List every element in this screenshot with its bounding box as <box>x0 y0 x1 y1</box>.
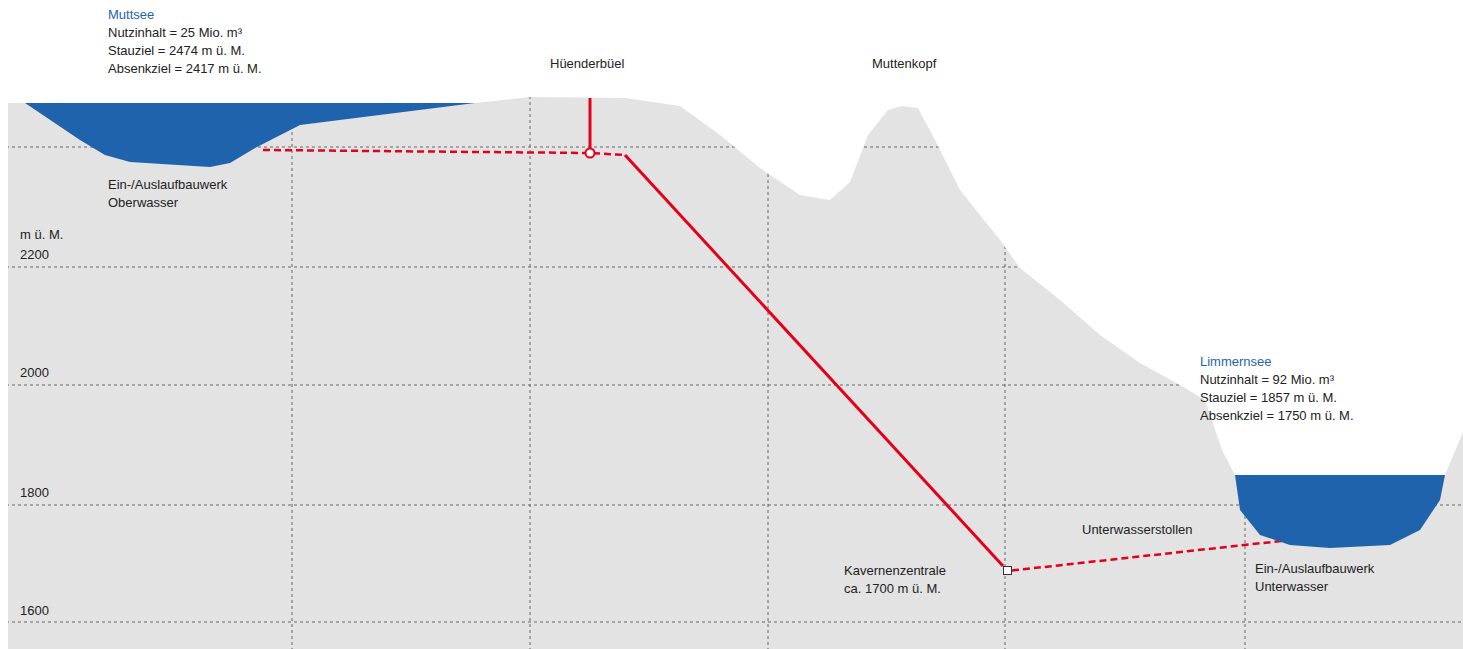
elevation-label: 2000 <box>20 364 49 382</box>
surge-shaft <box>589 98 592 148</box>
grid <box>0 90 1463 649</box>
grid-line <box>292 90 293 649</box>
elevation-label: m ü. M. <box>20 226 63 244</box>
text-group: LimmernseeNutzinhalt = 92 Mio. m³Stauzie… <box>1200 353 1354 425</box>
elevation-label: 2200 <box>20 246 49 264</box>
grid-line <box>0 622 1463 623</box>
grid-line <box>0 267 1463 268</box>
shaft-junction <box>586 149 595 158</box>
tailrace-tunnel <box>1012 540 1290 571</box>
info-text: Nutzinhalt = 92 Mio. m³ <box>1200 371 1354 389</box>
penstock <box>625 155 1003 566</box>
grid-line <box>1245 90 1246 649</box>
water-surface <box>25 103 475 167</box>
tunnel-dashed <box>263 150 625 155</box>
grid-line <box>768 90 769 649</box>
elevation-label: 1800 <box>20 484 49 502</box>
tunnel-label: Unterwasserstollen <box>1080 521 1195 539</box>
elevation-label: 1600 <box>20 602 49 620</box>
info-text: Absenkziel = 2417 m ü. M. <box>108 60 262 78</box>
place-label: Ein-/Auslaufbauwerk Oberwasser <box>108 176 248 212</box>
lake-name: Muttsee <box>108 6 262 24</box>
info-text: Stauziel = 2474 m ü. M. <box>108 42 262 60</box>
reservoir-lake: MuttseeNutzinhalt = 25 Mio. m³Stauziel =… <box>25 103 475 168</box>
info-text: Stauziel = 1857 m ü. M. <box>1200 389 1354 407</box>
lake-outline <box>1235 475 1445 550</box>
tunnel-dashed <box>1012 540 1290 571</box>
text-group: MuttseeNutzinhalt = 25 Mio. m³Stauziel =… <box>108 6 262 78</box>
lake-name: Limmernsee <box>1200 353 1354 371</box>
cavern-station: Kavernenzentrale ca. 1700 m ü. M. <box>1003 566 1012 575</box>
grid-line <box>530 90 531 649</box>
info-text: Absenkziel = 1750 m ü. M. <box>1200 407 1354 425</box>
water-surface <box>1235 475 1445 548</box>
info-text: Kavernenzentrale ca. 1700 m ü. M. <box>844 562 962 598</box>
lake-outline <box>25 103 475 168</box>
info-text: Nutzinhalt = 25 Mio. m³ <box>108 24 262 42</box>
reservoir-lake: LimmernseeNutzinhalt = 92 Mio. m³Stauzie… <box>1235 475 1445 550</box>
place-label: Hüenderbüel <box>550 55 624 73</box>
place-label: Muttenkopf <box>872 55 936 73</box>
text-group: Kavernenzentrale ca. 1700 m ü. M. <box>844 562 962 598</box>
place-label: Ein-/Auslaufbauwerk Unterwasser <box>1255 560 1395 596</box>
pressure-tunnel <box>263 150 1003 566</box>
